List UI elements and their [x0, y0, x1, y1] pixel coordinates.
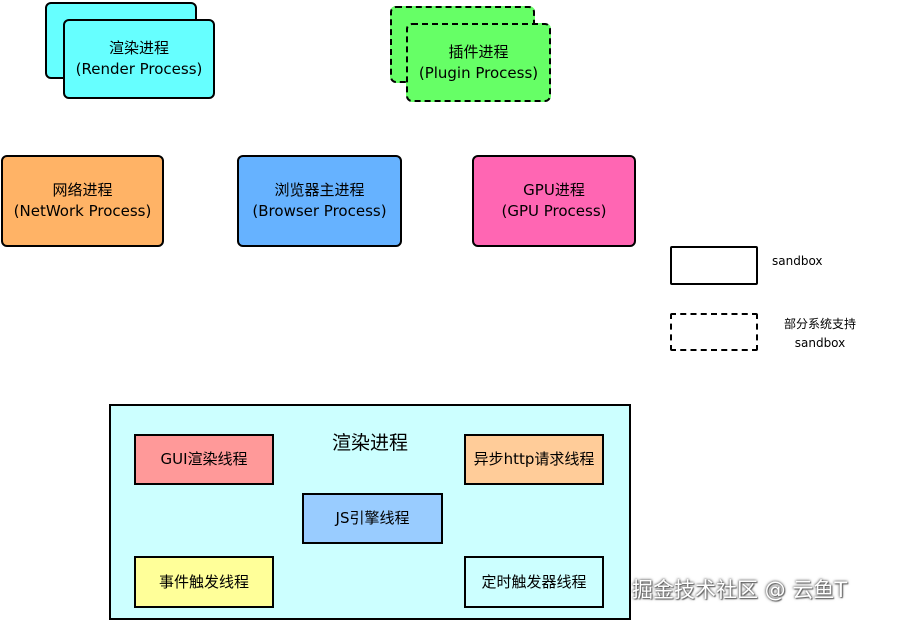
browser-process-subtitle: (Browser Process)	[252, 202, 387, 220]
plugin-process-subtitle: (Plugin Process)	[418, 63, 539, 82]
legend-partial-sandbox-line1: 部分系统支持	[783, 317, 856, 331]
network-process-box: 网络进程 (NetWork Process)	[1, 155, 164, 247]
legend-partial-sandbox-line2: sandbox	[794, 336, 846, 350]
legend-partial-sandbox-swatch	[670, 313, 758, 351]
render-process-subtitle: (Render Process)	[75, 60, 203, 78]
timer-trigger-thread-label: 定时触发器线程	[481, 572, 587, 591]
gpu-process-subtitle: (GPU Process)	[501, 202, 607, 220]
async-http-thread-label: 异步http请求线程	[473, 450, 595, 468]
network-process-subtitle: (NetWork Process)	[13, 202, 152, 220]
event-trigger-thread-box: 事件触发线程	[134, 556, 274, 608]
event-trigger-thread-label: 事件触发线程	[158, 572, 249, 591]
browser-process-box: 浏览器主进程 (Browser Process)	[237, 155, 402, 247]
watermark-text: 掘金技术社区 @ 云鱼T	[632, 578, 848, 602]
gpu-process-title: GPU进程	[523, 181, 585, 199]
legend-sandbox-label: sandbox	[772, 254, 823, 268]
gui-render-thread-label: GUI渲染线程	[160, 450, 248, 468]
render-process-box: 渲染进程 (Render Process)	[63, 19, 215, 99]
plugin-process-title: 插件进程	[448, 42, 509, 61]
legend-sandbox-swatch	[670, 246, 758, 285]
js-engine-thread-box: JS引擎线程	[302, 493, 443, 544]
plugin-process-box: 插件进程 (Plugin Process)	[406, 23, 551, 102]
legend-partial-sandbox-label: 部分系统支持 sandbox	[774, 315, 866, 353]
async-http-thread-box: 异步http请求线程	[464, 434, 604, 485]
js-engine-thread-label: JS引擎线程	[335, 509, 410, 527]
render-process-title: 渲染进程	[108, 39, 169, 57]
renderer-process-title: 渲染进程	[331, 432, 408, 454]
network-process-title: 网络进程	[52, 181, 113, 199]
gpu-process-box: GPU进程 (GPU Process)	[472, 155, 636, 247]
timer-trigger-thread-box: 定时触发器线程	[464, 556, 604, 608]
browser-process-title: 浏览器主进程	[274, 181, 365, 199]
gui-render-thread-box: GUI渲染线程	[134, 434, 274, 485]
